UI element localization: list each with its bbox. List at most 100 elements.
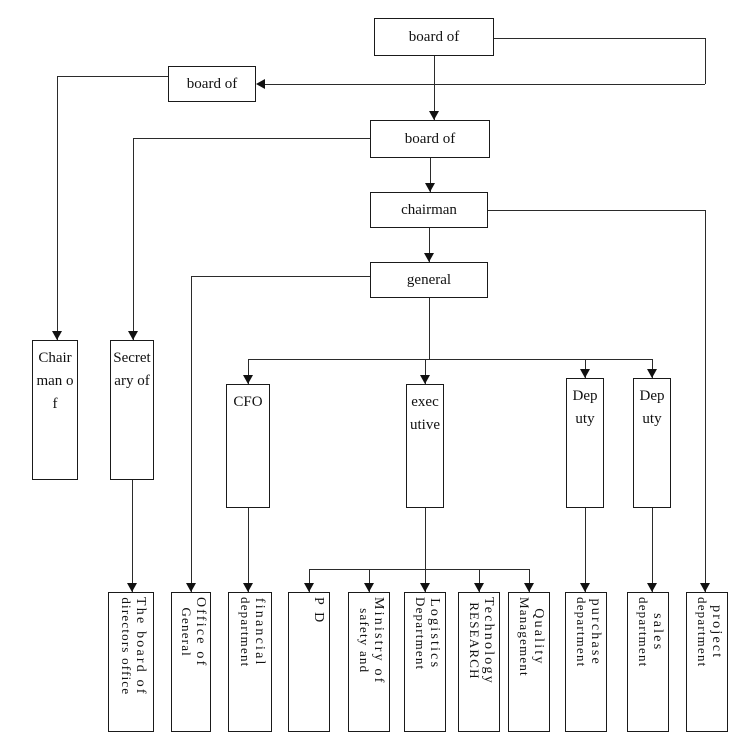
node-chairman_of[interactable]: Chairman of	[32, 340, 78, 480]
arrowhead-logistics	[420, 583, 430, 592]
edge-boardmid-boardleft-v	[705, 38, 706, 84]
node-label-line1: purchase	[588, 598, 603, 666]
edge-general-officegeneral-h	[191, 276, 370, 277]
node-label: Secretary of	[113, 350, 151, 389]
edge-general-officegeneral-v	[191, 276, 192, 592]
node-label-line1: P D	[311, 597, 326, 625]
node-label-line1: project	[709, 605, 724, 660]
node-label-line2: Department	[413, 597, 428, 671]
node-label: board of	[186, 75, 238, 92]
arrowhead-financial	[243, 583, 253, 592]
node-label-line2: directors office	[119, 597, 134, 696]
node-label-line1: Technology	[481, 597, 496, 685]
edge-boardmid-chairman	[430, 158, 431, 192]
edge-chairman-project-v	[705, 210, 706, 592]
edge-executive-bus	[425, 508, 426, 569]
node-label-rotated: P D	[311, 597, 326, 624]
edge-bus2-ministry	[369, 569, 370, 592]
node-executive[interactable]: executive	[406, 384, 444, 508]
edge-bus2-technology	[479, 569, 480, 592]
bus-general	[248, 359, 652, 360]
node-label-line2: department	[238, 597, 253, 668]
arrowhead-secretaryof	[128, 331, 138, 340]
node-pd[interactable]: P D	[288, 592, 330, 732]
node-label-line1: Ministry of	[371, 597, 386, 685]
node-label-line1: Office of	[193, 597, 208, 668]
node-label: board of	[404, 130, 456, 147]
arrowhead-cfo	[243, 375, 253, 384]
arrowhead-chairman	[425, 183, 435, 192]
node-label: executive	[410, 394, 440, 433]
edge-boardleft-chairmanof-h	[57, 76, 168, 77]
edge-boardtop-right	[434, 38, 705, 39]
arrowhead-technology	[474, 583, 484, 592]
node-label: CFO	[233, 394, 263, 410]
node-deputy_2[interactable]: Deputy	[633, 378, 671, 508]
arrowhead-deputy2	[647, 369, 657, 378]
edge-bus-deputy1	[585, 359, 586, 378]
node-board_mid[interactable]: board of	[370, 120, 490, 158]
node-general[interactable]: general	[370, 262, 488, 298]
node-label-line2: department	[574, 597, 589, 668]
arrowhead-sales	[647, 583, 657, 592]
edge-deputy1-purchase	[585, 508, 586, 592]
arrowhead-general	[424, 253, 434, 262]
node-deputy_1[interactable]: Deputy	[566, 378, 604, 508]
arrowhead-officegeneral	[186, 583, 196, 592]
arrowhead-pd	[304, 583, 314, 592]
node-label-line2: department	[636, 597, 651, 668]
node-secretary_of[interactable]: Secretary of	[110, 340, 154, 480]
edge-chairman-general	[429, 228, 430, 262]
node-board_top[interactable]: board of	[374, 18, 494, 56]
node-board_left[interactable]: board of	[168, 66, 256, 102]
node-cfo[interactable]: CFO	[226, 384, 270, 508]
edge-bus-deputy2	[652, 359, 653, 378]
arrowhead-project	[700, 583, 710, 592]
bus-executive	[309, 569, 529, 570]
node-label-line1: Logistics	[427, 598, 442, 670]
edge-bus-cfo	[248, 359, 249, 384]
node-label: general	[406, 271, 452, 288]
edge-bus2-quality	[529, 569, 530, 592]
node-label: Deputy	[639, 388, 665, 427]
node-chairman[interactable]: chairman	[370, 192, 488, 228]
arrowhead-quality	[524, 583, 534, 592]
edge-cfo-financial	[248, 508, 249, 592]
node-label-line1: sales	[650, 613, 665, 652]
node-label: Chairman of	[36, 350, 74, 412]
edge-boardleft-chairmanof-v	[57, 76, 58, 340]
arrowhead-boardoffice	[127, 583, 137, 592]
arrowhead-executive	[420, 375, 430, 384]
arrowhead-chairmanof	[52, 331, 62, 340]
edge-bus2-pd	[309, 569, 310, 592]
arrowhead-boardmid	[429, 111, 439, 120]
node-label-line2: department	[695, 597, 710, 668]
edge-bus2-logistics	[425, 569, 426, 592]
arrowhead-deputy1	[580, 369, 590, 378]
edge-boardmid-secretaryof-v	[133, 138, 134, 340]
arrowhead-purchase	[580, 583, 590, 592]
edge-chairman-project-h	[488, 210, 705, 211]
edge-general-bus	[429, 298, 430, 359]
node-label-line2: General	[179, 607, 194, 657]
edge-secretaryof-boardoffice	[132, 480, 133, 592]
